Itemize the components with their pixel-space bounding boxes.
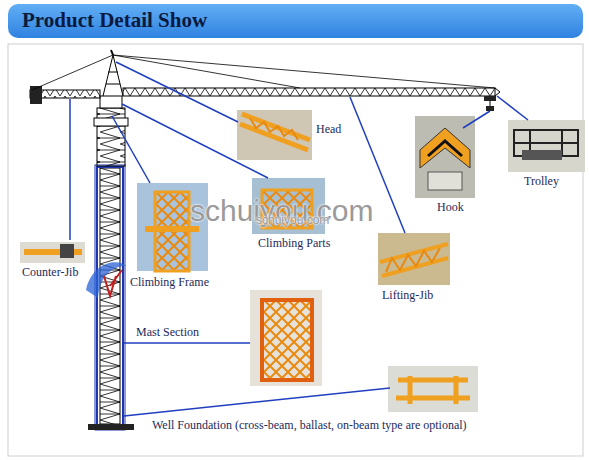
- cat-head-tip: [111, 50, 113, 55]
- photo: [378, 233, 450, 285]
- photo: [237, 110, 312, 160]
- jib-end: [495, 88, 500, 96]
- cat-head: [103, 55, 123, 96]
- part-label: Climbing Frame: [130, 276, 209, 290]
- leader-line: [112, 116, 150, 183]
- leader-line: [122, 104, 268, 178]
- foundation-photo: [388, 366, 478, 412]
- logo: [86, 262, 126, 298]
- leader-lines: [70, 62, 528, 416]
- hook-block: [486, 106, 494, 111]
- leader-line: [463, 111, 490, 128]
- lifting-jib-photo: [378, 233, 450, 285]
- part: [386, 248, 440, 272]
- frame: [8, 44, 583, 456]
- mast-section-photo: [250, 290, 322, 386]
- page-title: Product Detail Show: [22, 8, 207, 33]
- leader-line: [124, 342, 250, 344]
- jib: [123, 88, 495, 96]
- head-photo: [237, 110, 312, 160]
- part-label: Lifting-Jib: [382, 289, 433, 303]
- climbing-frame: [97, 108, 125, 166]
- part-label: Trolley: [524, 175, 559, 189]
- tower-crane: [30, 50, 500, 430]
- part: [396, 376, 470, 404]
- part-label: Head: [316, 123, 341, 137]
- part: [428, 172, 462, 190]
- leader-line: [116, 62, 238, 122]
- photo: [250, 290, 322, 386]
- tie-bar: [32, 55, 495, 90]
- part: [262, 300, 312, 380]
- part: [420, 128, 470, 168]
- photo: [388, 366, 478, 412]
- foundation: [88, 424, 134, 430]
- photo: [415, 116, 475, 198]
- part-label: Hook: [437, 201, 464, 215]
- mast-highlight: [97, 167, 123, 426]
- part-label: Counter-Jib: [22, 266, 78, 280]
- counter-jib-photo: [20, 242, 85, 263]
- part-label: Well Foundation (cross-beam, ballast, on…: [152, 419, 467, 433]
- platform: [94, 118, 128, 126]
- watermark: schuiyou.com: [256, 214, 329, 228]
- part: [380, 244, 448, 276]
- hook-rope: [490, 101, 491, 106]
- photo: [508, 120, 585, 172]
- leader-line: [497, 96, 528, 120]
- part: [240, 114, 310, 150]
- slewing-unit: [100, 96, 122, 108]
- trolley-photo: [508, 120, 585, 172]
- part-label: Climbing Parts: [258, 237, 330, 251]
- part: [428, 141, 462, 156]
- photo: [20, 242, 85, 263]
- logo: [104, 270, 122, 296]
- part: [250, 118, 298, 140]
- trolley: [484, 96, 496, 101]
- leader-line: [69, 99, 71, 240]
- hook-photo: [415, 116, 475, 198]
- part: [60, 244, 74, 258]
- part: [522, 150, 562, 160]
- part-label: Mast Section: [136, 326, 199, 340]
- mast-highlight: [95, 165, 125, 430]
- leader-line: [124, 388, 390, 416]
